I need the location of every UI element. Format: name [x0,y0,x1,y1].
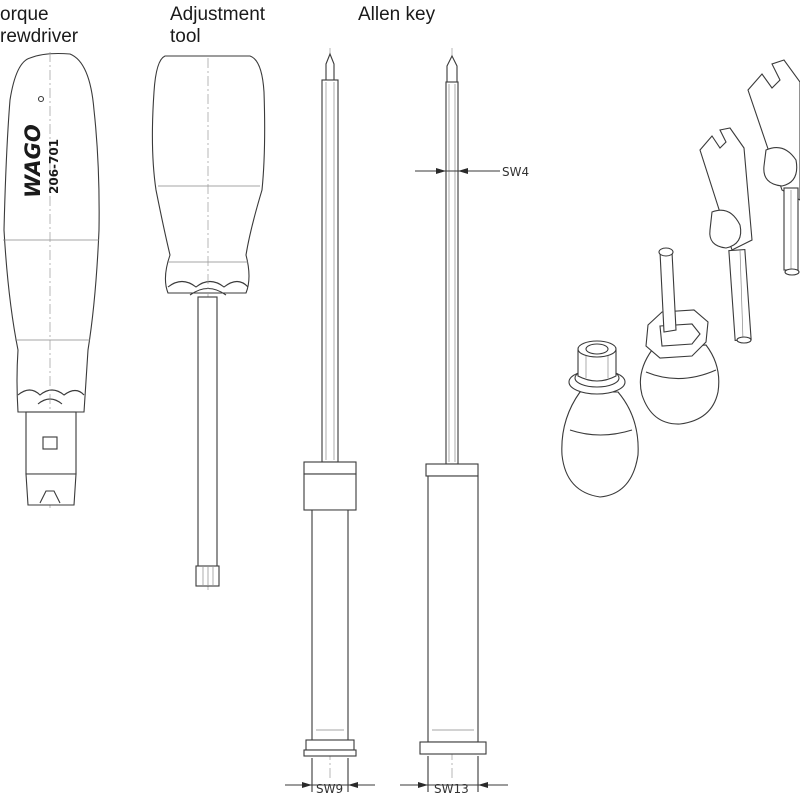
perspective-allen-key-small [699,127,753,344]
wago-logo: WAGO 206-701 [21,124,61,198]
adjustment-tool-label-line1: Adjustment [170,4,266,25]
dimension-sw4: SW4 [502,165,529,179]
logo-part-number: 206-701 [47,139,61,194]
torque-screwdriver-label-line2: rewdriver [0,26,79,47]
adjustment-tool-label-line2: tool [170,26,201,47]
perspective-torque-screwdriver [561,340,639,498]
logo-brand: WAGO [21,124,45,198]
adjustment-tool [151,55,266,590]
allen-key-sw9: SW9 [285,48,375,796]
perspective-adjustment-tool [639,247,720,425]
perspective-allen-key-large [747,59,800,276]
allen-key-sw13: SW4 SW13 [400,48,529,796]
torque-screwdriver-label-line1: orque [0,4,49,25]
dimension-sw9: SW9 [316,782,343,796]
allen-key-label: Allen key [358,4,436,25]
torque-screwdriver: WAGO 206-701 [3,52,100,508]
dimension-sw13: SW13 [434,782,469,796]
